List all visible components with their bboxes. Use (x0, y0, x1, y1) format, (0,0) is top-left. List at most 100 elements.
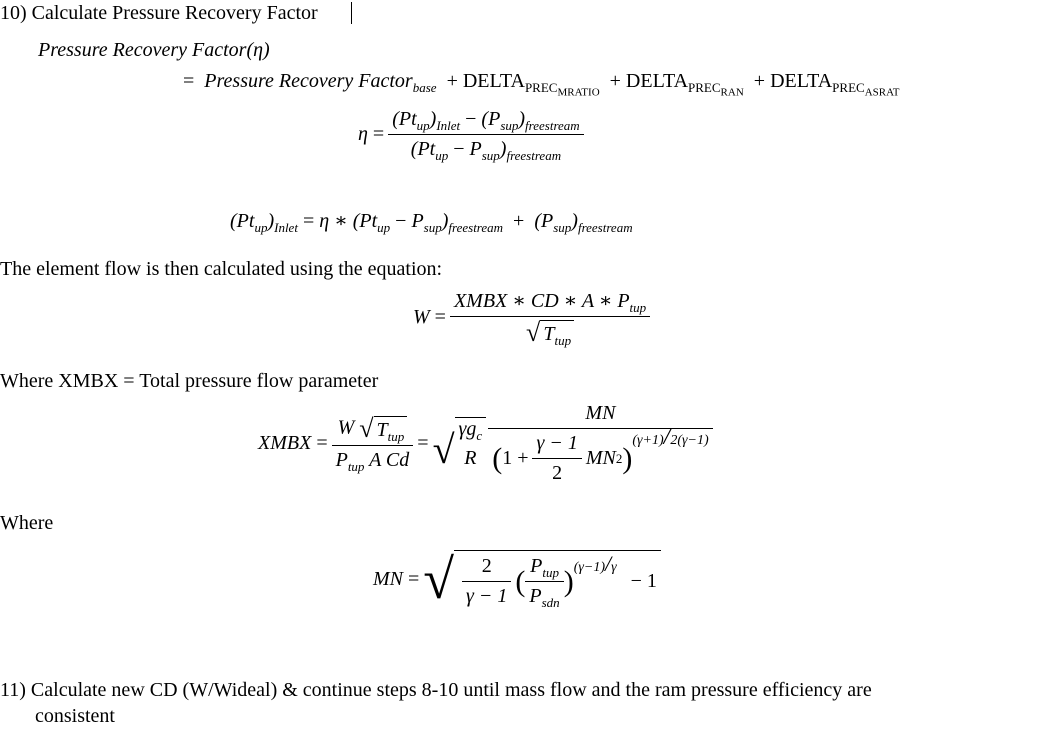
paren: ) (441, 210, 449, 232)
sub-tup: tup (387, 428, 405, 444)
pt-inlet-equation: (Ptup)Inlet = η ∗ (Ptup − Psup)freestrea… (230, 208, 633, 235)
eta: η (358, 123, 368, 145)
delta: DELTA (462, 70, 525, 92)
sub-tup: tup (347, 458, 365, 474)
mn: MN (585, 447, 616, 469)
minus: − (453, 138, 465, 160)
delta: DELTA (770, 70, 833, 92)
sqrt: √Ttup (526, 320, 575, 347)
minus: − (395, 210, 407, 232)
gamma-minus-one-over-two: γ − 1 2 (532, 432, 582, 485)
pt: (Pt (352, 210, 378, 232)
equals: = (302, 210, 315, 232)
plus: + (609, 70, 621, 92)
equals: = (434, 305, 446, 328)
w: W (337, 416, 355, 439)
equals: = (372, 123, 385, 145)
prec: PREC (832, 80, 865, 95)
two: 2 (552, 462, 563, 484)
sub-tup: tup (542, 565, 559, 580)
step-10-heading: 10) Calculate Pressure Recovery Factor (0, 2, 318, 24)
a-cd: A Cd (364, 448, 410, 471)
sub-sup: sup (500, 118, 519, 133)
xmbx-fraction: W √Ttup Ptup A Cd (331, 415, 414, 474)
eta: η (319, 210, 330, 232)
exp-num: (γ+1) (632, 433, 664, 448)
p: P (335, 448, 348, 471)
asrat: ASRAT (864, 86, 900, 99)
paren: ) (518, 108, 526, 130)
exponent: (γ+1)/2(γ−1) (632, 424, 708, 451)
sub-sdn: sdn (541, 595, 560, 610)
w-fraction: XMBX ∗ CD ∗ A ∗ Ptup √Ttup (449, 288, 651, 347)
sub-freestream: freestream (506, 148, 562, 163)
p: P (469, 138, 482, 160)
eta-numerator: (Ptup)Inlet − (Psup)freestream (388, 108, 583, 134)
delta: DELTA (625, 70, 689, 92)
eta-equation: η = (Ptup)Inlet − (Psup)freestream (Ptup… (358, 108, 588, 163)
fraction-bar (388, 134, 584, 135)
step-11-line-1: 11) Calculate new CD (W/Wideal) & contin… (0, 679, 872, 701)
exp-num: (γ−1) (573, 560, 605, 575)
sub-up: up (377, 220, 391, 235)
equals: = (408, 567, 420, 590)
mratio: MRATIO (557, 86, 600, 99)
prec: PREC (688, 80, 721, 95)
numerator: MN (581, 402, 619, 428)
paren: ) (499, 138, 507, 160)
w-equation: W = XMBX ∗ CD ∗ A ∗ Ptup √Ttup (413, 288, 654, 347)
sub-inlet: Inlet (274, 220, 298, 235)
text-cursor (351, 2, 352, 24)
gamma-minus-one: γ − 1 (466, 585, 508, 607)
sub-base: base (412, 80, 437, 95)
pt: (Pt (392, 108, 417, 130)
sub-up: up (435, 148, 449, 163)
plus: + (753, 70, 766, 92)
exponent: (γ−1)/γ (574, 551, 617, 577)
sub-up: up (254, 220, 268, 235)
prf-rhs-equation: = Pressure Recovery Factorbase +DELTAPRE… (183, 70, 900, 98)
sub-freestream: freestream (577, 220, 633, 235)
p: (P (534, 210, 554, 232)
denominator: Ptup A Cd (332, 446, 414, 474)
prf-lhs: Pressure Recovery Factor(η) (38, 39, 270, 61)
r: R (464, 447, 477, 469)
sub-sup: sup (481, 148, 500, 163)
pt: (Pt (230, 210, 255, 232)
prf-base: Pressure Recovery Factor (204, 70, 413, 92)
sub-freestream: freestream (448, 220, 504, 235)
numerator: W √Ttup (334, 415, 412, 445)
ran: RAN (720, 86, 744, 99)
minus: − (465, 108, 477, 130)
fraction-bar (331, 444, 414, 446)
sub-inlet: Inlet (436, 118, 461, 133)
t: T (543, 323, 555, 345)
w-numerator: XMBX ∗ CD ∗ A ∗ Ptup (450, 288, 650, 316)
numerator-text: XMBX ∗ CD ∗ A ∗ P (453, 290, 630, 312)
sub-tup: tup (629, 300, 647, 315)
mn: MN (373, 567, 403, 590)
eta-denominator: (Ptup − Psup)freestream (407, 135, 565, 163)
where-xmbx-text: Where XMBX = Total pressure flow paramet… (0, 370, 379, 392)
exp-den: γ (611, 560, 617, 575)
sub-freestream: freestream (525, 118, 580, 133)
equals: = (316, 432, 328, 454)
element-flow-text: The element flow is then calculated usin… (0, 258, 443, 280)
pt: (Pt (410, 138, 436, 160)
gamma-minus-one: γ − 1 (536, 432, 578, 454)
paren: ) (571, 210, 578, 232)
paren: ) (429, 108, 437, 130)
plus: + (446, 70, 458, 92)
slash: / (604, 551, 612, 576)
p: P (411, 210, 424, 232)
equals: = (183, 70, 195, 92)
sub-sup: sup (423, 220, 442, 235)
slash: / (663, 424, 671, 450)
